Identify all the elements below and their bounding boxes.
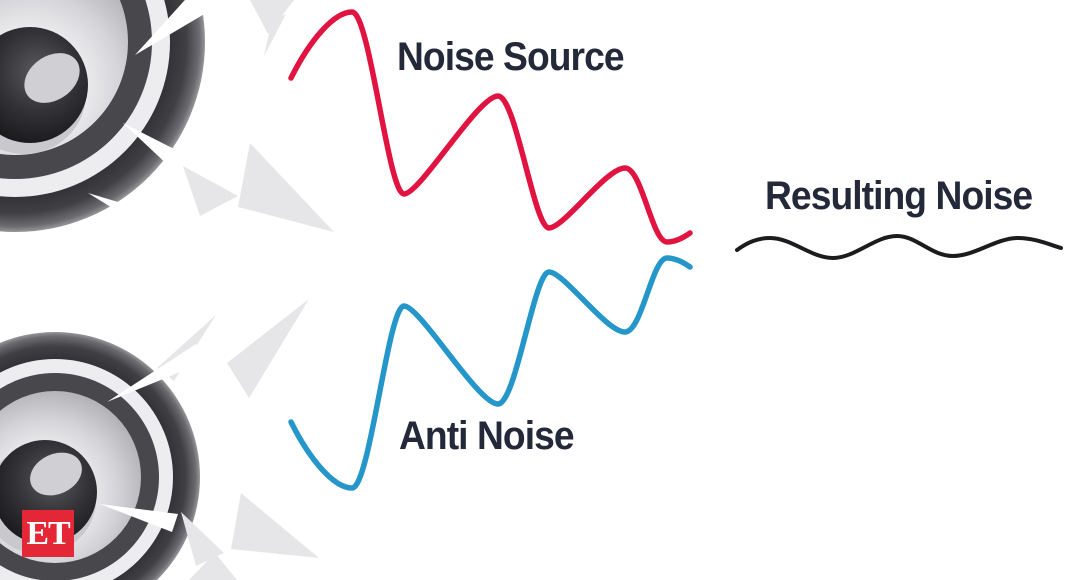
sound-burst-icons xyxy=(157,0,334,580)
noise-source-label: Noise Source xyxy=(397,35,625,79)
sound-burst-icon xyxy=(238,143,334,232)
sound-spike-icon xyxy=(123,123,180,168)
speaker-top-icon xyxy=(0,0,205,232)
sound-spike-icon xyxy=(88,193,158,231)
sound-burst-icon xyxy=(189,553,237,580)
resulting-noise-label: Resulting Noise xyxy=(765,174,1033,218)
sound-burst-icon xyxy=(250,0,294,34)
sound-burst-icon xyxy=(231,493,319,558)
et-logo-text: ET xyxy=(26,514,70,552)
sound-spike-icon xyxy=(100,504,178,532)
resulting-noise-wave xyxy=(735,233,1063,261)
sound-burst-icon xyxy=(264,14,286,56)
sound-spike-icon xyxy=(135,0,218,55)
sound-spike-icons xyxy=(88,0,218,532)
sound-burst-icon xyxy=(183,166,238,216)
et-logo: ET xyxy=(22,510,74,557)
anti-noise-wave xyxy=(288,255,693,491)
sound-burst-icon xyxy=(227,299,309,398)
anti-noise-label: Anti Noise xyxy=(399,414,575,458)
noise-source-wave xyxy=(288,9,693,245)
sound-spike-icon xyxy=(107,344,207,402)
sound-burst-icon xyxy=(181,512,224,566)
